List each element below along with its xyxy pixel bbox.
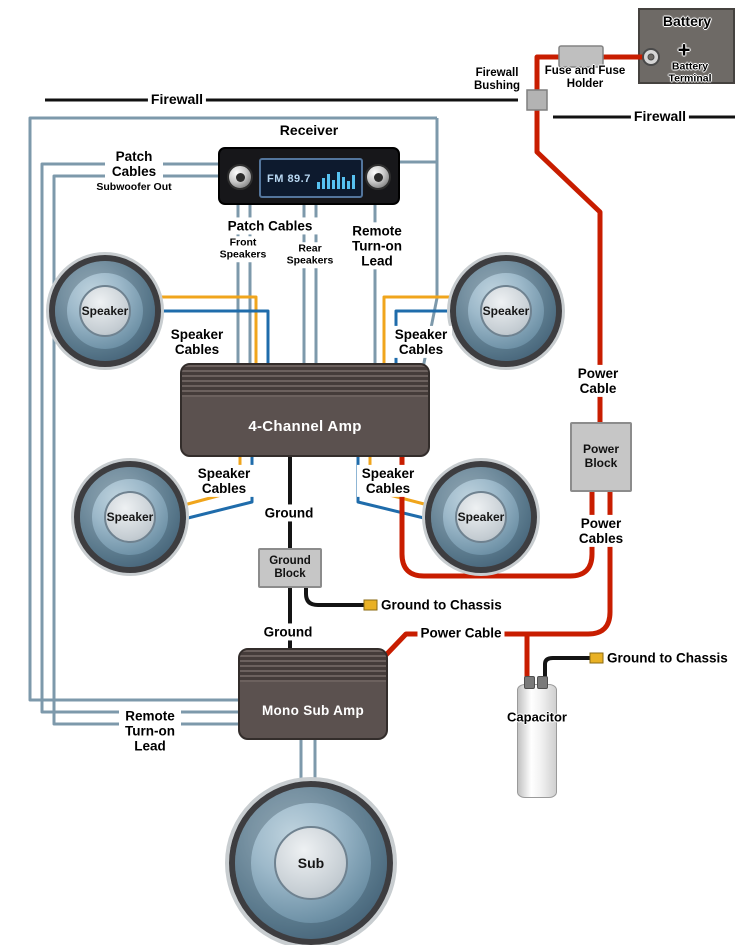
amp-heatsink-ridges bbox=[240, 650, 386, 682]
receiver-display: FM 89.7 bbox=[259, 158, 363, 198]
speaker-label: Speaker bbox=[106, 510, 154, 524]
speaker-dust-cap: Sub bbox=[274, 826, 348, 900]
subwoofer: Sub bbox=[229, 781, 393, 945]
subwoofer-out-label: Subwoofer Out bbox=[93, 181, 175, 195]
fuse-holder bbox=[558, 45, 604, 68]
speaker-label: Speaker bbox=[81, 304, 129, 318]
speaker-cables-label-rear-left: Speaker Cables bbox=[193, 464, 255, 498]
fuse-holder-label: Fuse and Fuse Holder bbox=[544, 65, 626, 90]
battery-plus-symbol: + bbox=[677, 37, 691, 63]
speaker-cables-label-rear-right: Speaker Cables bbox=[357, 464, 419, 498]
speaker-rear-right: Speaker bbox=[425, 461, 537, 573]
speaker-label: Speaker bbox=[482, 304, 530, 318]
subwoofer-label: Sub bbox=[297, 855, 325, 871]
remote-turn-on-label-top: Remote Turn-on Lead bbox=[346, 222, 408, 270]
capacitor-label: Capacitor bbox=[507, 709, 567, 725]
front-speakers-label: Front Speakers bbox=[214, 236, 272, 262]
mono-sub-amp: Mono Sub Amp bbox=[238, 648, 388, 740]
firewall-label-right: Firewall bbox=[630, 108, 690, 126]
ground-block-label: Ground Block bbox=[269, 554, 311, 580]
speaker-dust-cap: Speaker bbox=[480, 285, 532, 337]
receiver-head-unit: FM 89.7 bbox=[218, 147, 400, 205]
ground-to-chassis-label-2: Ground to Chassis bbox=[607, 650, 728, 666]
patch-cables-label: Patch Cables bbox=[210, 217, 330, 235]
amp-label: 4-Channel Amp bbox=[248, 417, 362, 435]
firewall-bushing bbox=[526, 89, 548, 111]
volume-knob-icon bbox=[227, 164, 253, 190]
battery-terminal-label: Battery Terminal bbox=[668, 60, 712, 84]
four-channel-amp: 4-Channel Amp bbox=[180, 363, 430, 457]
tuning-knob-icon bbox=[365, 164, 391, 190]
remote-turn-on-label-bottom: Remote Turn-on Lead bbox=[119, 707, 181, 755]
speaker-rear-left: Speaker bbox=[74, 461, 186, 573]
speaker-cables-label-front-right: Speaker Cables bbox=[390, 325, 452, 359]
power-cable-label-sub: Power Cable bbox=[417, 624, 505, 642]
amp-heatsink-ridges bbox=[182, 365, 428, 397]
speaker-dust-cap: Speaker bbox=[455, 491, 507, 543]
speaker-dust-cap: Speaker bbox=[79, 285, 131, 337]
power-block-label: Power Block bbox=[582, 442, 619, 470]
ring-terminal-1 bbox=[363, 599, 378, 611]
radio-frequency: FM 89.7 bbox=[267, 173, 311, 185]
capacitor-cylinder bbox=[517, 676, 557, 798]
amp-label: Mono Sub Amp bbox=[261, 702, 365, 718]
power-cable-label-main: Power Cable bbox=[573, 364, 623, 398]
firewall-label-left: Firewall bbox=[147, 91, 207, 109]
power-cables-label: Power Cables bbox=[574, 514, 628, 548]
speaker-front-right: Speaker bbox=[450, 255, 562, 367]
ground-label-lower: Ground bbox=[260, 623, 316, 641]
speaker-label: Speaker bbox=[457, 510, 505, 524]
ground-to-chassis-label-1: Ground to Chassis bbox=[381, 597, 502, 613]
firewall-bushing-label: Firewall Bushing bbox=[474, 67, 520, 92]
power-block: Power Block bbox=[570, 422, 632, 492]
battery-label: Battery bbox=[662, 13, 712, 30]
speaker-dust-cap: Speaker bbox=[104, 491, 156, 543]
receiver-label: Receiver bbox=[279, 122, 339, 139]
speaker-front-left: Speaker bbox=[49, 255, 161, 367]
equalizer-bars-icon bbox=[317, 172, 355, 189]
patch-cables-subwoofer-label: Patch Cables bbox=[105, 147, 163, 181]
speaker-cables-label-front-left: Speaker Cables bbox=[166, 325, 228, 359]
ring-terminal-2 bbox=[589, 652, 604, 664]
ground-block: Ground Block bbox=[258, 548, 322, 588]
ground-label-upper: Ground bbox=[261, 504, 317, 522]
battery-box bbox=[638, 8, 735, 84]
rear-speakers-label: Rear Speakers bbox=[281, 242, 339, 268]
